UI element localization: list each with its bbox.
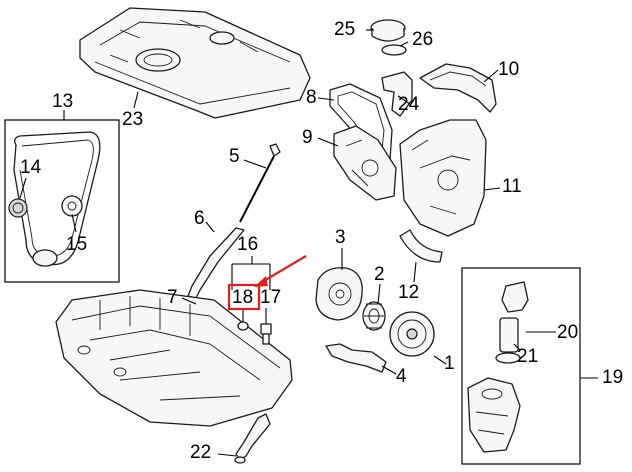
- highlight-marker: [227, 255, 307, 311]
- part-drawing-drain-plug: [260, 323, 272, 345]
- part-drawing-oil-pump: [315, 267, 363, 321]
- callout-9[interactable]: 9: [302, 127, 313, 148]
- callout-19[interactable]: 19: [602, 367, 623, 388]
- highlight-arrow-head: [254, 276, 268, 287]
- callout-23[interactable]: 23: [122, 109, 143, 130]
- part-drawing-oil-filter: [467, 281, 529, 453]
- highlight-box: [227, 283, 261, 311]
- part-drawing-filler-neck: [381, 71, 413, 117]
- callout-12[interactable]: 12: [398, 282, 419, 303]
- callout-20[interactable]: 20: [557, 322, 578, 343]
- callout-7[interactable]: 7: [167, 287, 178, 308]
- callout-24[interactable]: 24: [398, 94, 420, 115]
- part-drawing-oil-pan: [55, 289, 293, 427]
- part-drawing-crank-sprocket: [362, 301, 386, 331]
- belt-kit-frame: [4, 119, 120, 283]
- callout-18[interactable]: 18: [232, 287, 253, 308]
- callout-8[interactable]: 8: [306, 87, 317, 108]
- callout-14[interactable]: 14: [20, 157, 42, 178]
- callout-10[interactable]: 10: [498, 59, 519, 80]
- callout-1[interactable]: 1: [444, 353, 455, 374]
- callout-13[interactable]: 13: [52, 91, 73, 112]
- callout-16[interactable]: 16: [237, 234, 258, 255]
- callout-25[interactable]: 25: [334, 19, 355, 40]
- oil-filter-frame: [461, 267, 581, 465]
- callout-22[interactable]: 22: [190, 442, 211, 463]
- part-drawing-dipstick: [239, 143, 281, 223]
- part-drawing-filler-cap: [370, 19, 406, 42]
- part-drawing-outer-cover: [399, 119, 487, 237]
- callout-17[interactable]: 17: [260, 287, 281, 308]
- leader-lines: [19, 29, 598, 457]
- part-drawing-drain-washer: [237, 321, 249, 331]
- part-drawing-inner-cover: [333, 125, 397, 201]
- part-drawing-pickup-tube: [234, 413, 271, 464]
- callout-6[interactable]: 6: [194, 208, 205, 229]
- part-drawing-valve-cover: [79, 7, 311, 119]
- callout-15[interactable]: 15: [66, 234, 87, 255]
- callout-26[interactable]: 26: [412, 29, 433, 50]
- callout-3[interactable]: 3: [335, 227, 346, 248]
- part-drawing-lower-guard: [399, 229, 443, 263]
- callout-2[interactable]: 2: [374, 264, 385, 285]
- callout-5[interactable]: 5: [229, 146, 240, 167]
- callout-11[interactable]: 11: [502, 176, 522, 197]
- part-drawing-crank-pulley: [389, 311, 435, 357]
- callout-labels: 1 2 3 4 5 6 7 8 9 10 11 12 13 14 15 16 1…: [20, 19, 623, 463]
- part-drawing-oil-hose: [325, 343, 387, 373]
- part-drawing-timing-belt: [8, 131, 101, 267]
- part-drawing-upper-cover: [419, 63, 497, 113]
- callout-21[interactable]: 21: [517, 346, 538, 367]
- callout-4[interactable]: 4: [396, 366, 407, 387]
- part-drawing-cap-seal: [381, 44, 407, 56]
- highlight-arrow-line: [261, 255, 307, 283]
